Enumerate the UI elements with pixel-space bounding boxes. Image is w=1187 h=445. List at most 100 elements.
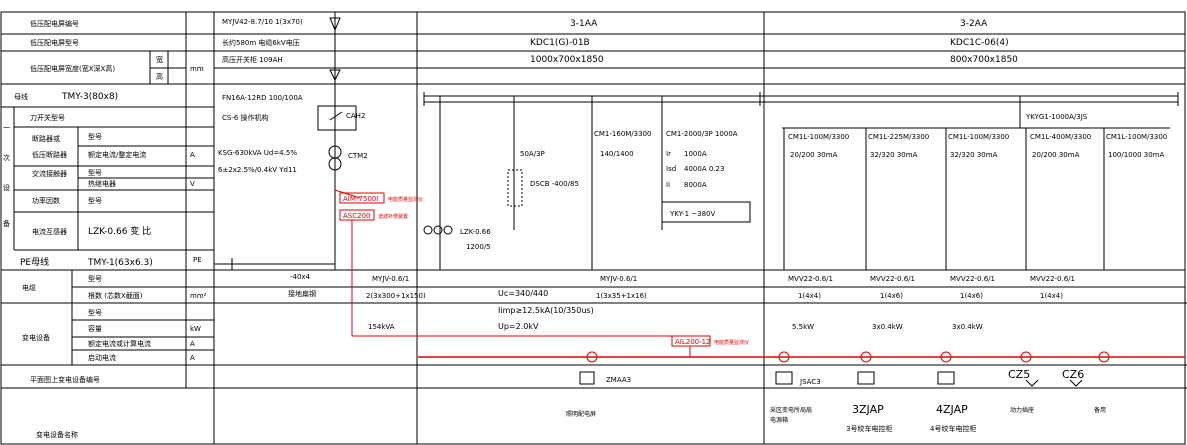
p2-c4: MVV22-0.6/1 (1030, 275, 1075, 283)
panel-2aa-header: 3-2AA KDC1C-06(4) 800x700x1850 (950, 19, 1018, 65)
p1-cm2-in: 1000A (684, 150, 707, 158)
p2-name1b: 电源箱 (770, 416, 788, 424)
label-unit-kw: kW (190, 325, 201, 333)
label-unit-v: V (190, 180, 195, 188)
side-text-3: 设 (3, 183, 10, 192)
p1-cable2: MYJV-0.6/1 (600, 275, 637, 283)
tx-ground-note: 接地扁钢 (288, 289, 316, 298)
p1-cm2-lbl-in: Ir (666, 150, 671, 158)
tx-cable-in: MYJV42-8.7/10 1(3x70) (222, 18, 303, 26)
tx-length: 长约580m 电缆6kV电压 (222, 38, 300, 47)
p1-plan: ZMAA3 (606, 376, 631, 384)
panel-1aa-size: 1000x700x1850 (530, 55, 604, 65)
panel-1aa-bus (423, 92, 761, 270)
transformer-column: MYJV42-8.7/10 1(3x70) 长约580m 电缆6kV电压 高压开… (218, 18, 368, 298)
label-pf-unit: 功率因数 (32, 196, 60, 205)
side-text-2: 次 (3, 153, 10, 162)
p2-c3: MVV22-0.6/1 (950, 275, 995, 283)
row-labels: 低压配电屏编号 低压配电屏型号 低压配电屏宽度(宽X深X高) 宽 高 mm 母线… (3, 19, 207, 439)
p2-b4: CM1L-400M/3300 (1030, 133, 1091, 141)
label-cable-model: 型号 (88, 274, 102, 283)
p2-name1: 采区变电所局扇 (770, 406, 812, 414)
p2-plan1: JSAC3 (799, 378, 821, 386)
p1-spd1: Uc=340/440 (498, 289, 548, 298)
panel-2aa-model: KDC1C-06(4) (950, 38, 1009, 48)
p2-p2: 3x0.4kW (872, 323, 903, 331)
p2-b2-set: 32/320 30mA (870, 151, 918, 159)
all-label: AIL200-12 (675, 338, 711, 346)
p1-cable1: MYJV-0.6/1 (372, 275, 409, 283)
asc-label: ASC200 (343, 212, 370, 220)
p2-p3: 3x0.4kW (952, 323, 983, 331)
p2-ykg: YKYG1-1000A/3JS (1025, 113, 1088, 121)
label-unit-a-1: A (190, 151, 195, 159)
p2-c3-spec: 1(4x6) (960, 292, 983, 300)
switchgear-box (317, 105, 357, 131)
p2-b3-set: 32/320 30mA (950, 151, 998, 159)
p1-cm1-sub: 50A/3P (520, 150, 545, 158)
label-rated-current: 额定电流/整定电流 (88, 150, 146, 159)
label-cable-spec: 根数 (芯数X截面) (88, 291, 143, 300)
label-pe-value: TMY-1(63x6.3) (87, 258, 153, 268)
transformer-secondary-icon (328, 157, 342, 171)
panel-2aa-no: 3-2AA (960, 19, 988, 29)
label-plan-no: 平面图上变电设备编号 (30, 375, 100, 384)
p2-b1: CM1L-100M/3300 (788, 133, 849, 141)
arrester-icon (329, 69, 341, 82)
label-equip-name: 变电设备名称 (36, 430, 78, 439)
aim-box (339, 192, 385, 204)
label-model-2: 型号 (88, 168, 102, 177)
side-text-1: 一 (3, 124, 10, 132)
p1-load1: 154kVA (368, 323, 395, 331)
p2-plan5: CZ6 (1062, 368, 1084, 381)
p1-ykv: YKY-1 ~380V (669, 210, 715, 218)
p2-c2-spec: 1(4x6) (880, 292, 903, 300)
p2-b2: CM1L-225M/3300 (868, 133, 929, 141)
p2-b5: CM1L-100M/3300 (1106, 133, 1167, 141)
p2-plan3: 4ZJAP (936, 403, 968, 416)
side-text-4: 备 (3, 219, 10, 228)
label-busbar: 母线 (14, 92, 28, 101)
socket-icon-1 (1025, 379, 1039, 387)
label-size-height: 高 (156, 72, 163, 81)
p1-ct: LZK-0.66 (460, 228, 491, 236)
all-box (671, 335, 711, 347)
label-unit-mm: mm (190, 65, 204, 73)
p1-name: 照明配电屏 (566, 410, 596, 418)
label-busbar-value: TMY-3(80x8) (61, 92, 118, 102)
p2-b5-set: 100/1000 30mA (1108, 151, 1164, 159)
panel-1aa-header: 3-1AA KDC1(G)-01B 1000x700x1850 (530, 19, 604, 65)
tx-capacity: 高压开关柜 109AH (222, 55, 283, 64)
socket-icon-2 (1069, 379, 1083, 387)
label-lv-breaker: 低压断路器 (32, 150, 67, 159)
label-current-transformer: 电流互感器 (32, 227, 67, 236)
label-cable: 电缆 (22, 283, 36, 292)
label-lv-cabinet-no: 低压配电屏编号 (30, 19, 79, 28)
p2-plan4: CZ5 (1008, 368, 1030, 381)
cable-terminal-icon (329, 17, 341, 32)
p1-dscb: DSCB -400/85 (530, 180, 579, 188)
label-knife-switch: 刀开关型号 (30, 113, 65, 122)
p2-name3: 4号绞车电控柜 (930, 424, 976, 433)
label-pe-bus: PE母线 (20, 256, 49, 268)
label-unit-a-3: A (190, 354, 195, 362)
label-unit-mm2: mm² (190, 292, 207, 300)
panel-1aa-text: CM1-160M/3300 140/1400 50A/3P CM1-2000/3… (366, 130, 738, 418)
panel-1aa-model: KDC1(G)-01B (530, 38, 590, 48)
p1-cm2: CM1-2000/3P 1000A (666, 130, 738, 138)
label-breaker: 断路器或 (32, 134, 60, 143)
p2-b3: CM1L-100M/3300 (948, 133, 1009, 141)
panel-2aa-size: 800x700x1850 (950, 55, 1018, 65)
transformer-symbols (214, 12, 357, 270)
p1-cm2-ir: 4000A 0.23 (684, 165, 724, 173)
panel-2aa-plan-boxes (775, 371, 1083, 387)
p1-cm1-set: 140/1400 (600, 150, 634, 158)
p2-name5: 备用 (1094, 406, 1106, 414)
label-model-1: 型号 (88, 132, 102, 141)
aim-note: 电能质量监测仪 (388, 196, 423, 203)
label-thermal-relay: 热继电器 (88, 179, 116, 188)
p2-c2: MVV22-0.6/1 (870, 275, 915, 283)
tx-cs: CS-6 操作机构 (222, 113, 269, 122)
label-calc-current: 额定电流或计算电流 (88, 339, 151, 348)
